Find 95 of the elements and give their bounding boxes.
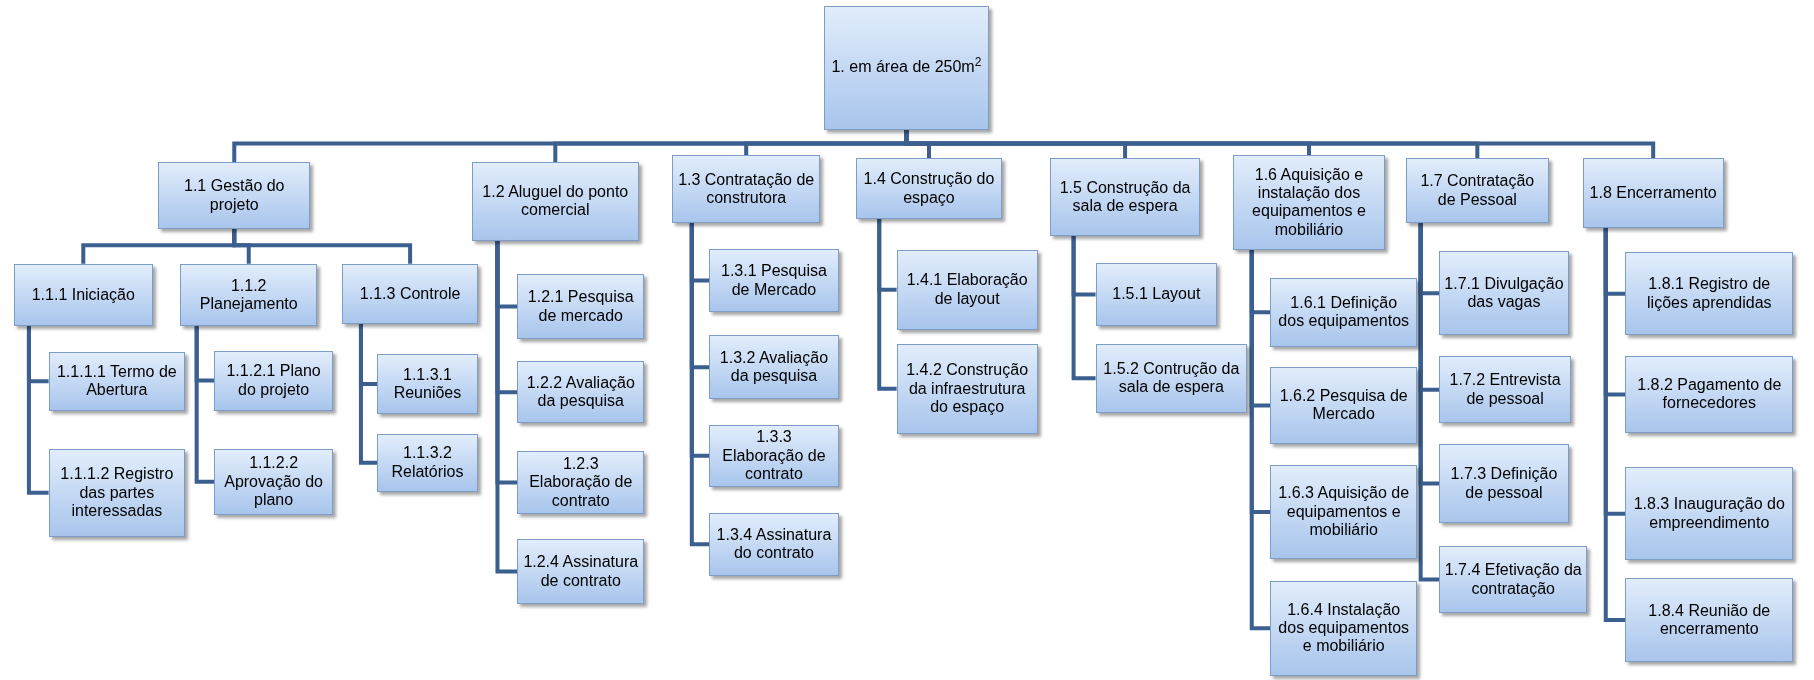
box-label: 1. em área de 250m$^{2}$ xyxy=(831,58,982,77)
box-label: 1.2.2 Avaliação da pesquisa xyxy=(525,373,636,411)
box-label: 1.2.4 Assinatura de contrato xyxy=(522,553,640,590)
box-label: 1.7.2 Entrevista de pessoal xyxy=(1448,371,1562,409)
box-label: 1.6 Aquisição e instalação dos equipamentos e mobiliário xyxy=(1251,165,1367,240)
wbs-box xyxy=(1270,465,1418,559)
connector-line xyxy=(877,218,897,391)
box-label: 1.8 Encerramento xyxy=(1589,184,1717,203)
wbs-box xyxy=(158,161,311,230)
connector-line xyxy=(1249,249,1271,631)
wbs-box xyxy=(1625,356,1794,433)
box-label: 1.1.1 Iniciação xyxy=(31,285,135,305)
wbs-box xyxy=(672,155,821,224)
box-label: 1.3.3 Elaboração de contrato xyxy=(721,428,827,484)
wbs-box xyxy=(1439,444,1569,523)
connector-line xyxy=(1418,223,1440,582)
box-label: 1.6.3 Aquisição de equipamentos e mobiliário xyxy=(1277,484,1411,540)
connector-line xyxy=(495,240,518,574)
connector-line xyxy=(194,326,214,484)
box-label: 1.4.1 Elaboração de layout xyxy=(905,271,1029,309)
box-label: 1.1.2 Planejamento xyxy=(198,276,299,314)
wbs-box xyxy=(214,448,334,515)
wbs-box xyxy=(214,350,334,411)
box-label: 1.2.3 Elaboração de contrato xyxy=(528,454,634,510)
wbs-box xyxy=(1625,578,1794,662)
connector-line xyxy=(26,326,49,495)
wbs-box xyxy=(1439,356,1572,424)
wbs-box xyxy=(1095,262,1218,327)
box-label: 1.1.2.1 Plano do projeto xyxy=(225,362,322,399)
box-label: 1.3.1 Pesquisa de Mercado xyxy=(720,262,828,299)
box-label: 1.3 Contratação de construtora xyxy=(677,170,816,208)
box-label: 1.1.2.2 Aprovação do plano xyxy=(223,454,324,510)
box-label: 1.5.2 Contrução da sala de espera xyxy=(1102,359,1241,397)
wbs-box xyxy=(709,424,839,488)
wbs-box xyxy=(1095,343,1248,413)
box-label: 1.8.1 Registro de lições aprendidas xyxy=(1646,275,1773,313)
wbs-box xyxy=(1233,155,1385,250)
box-label: 1.5 Construção da sala de espera xyxy=(1058,178,1192,216)
box-label: 1.6.4 Instalação dos equipamentos e mobiliário xyxy=(1277,600,1411,656)
box-label: 1.6.2 Pesquisa de Mercado xyxy=(1278,387,1409,424)
wbs-box xyxy=(823,5,990,130)
wbs-box xyxy=(1270,580,1418,676)
wbs-box xyxy=(709,335,839,400)
box-label: 1.4 Construção do espaço xyxy=(862,170,996,207)
box-label: 1.1.3.2 Relatórios xyxy=(390,444,465,482)
wbs-box xyxy=(856,158,1002,219)
connector-line xyxy=(358,323,378,465)
wbs-box xyxy=(517,451,645,514)
box-label: 1.7.3 Definição de pessoal xyxy=(1449,465,1559,502)
wbs-box xyxy=(709,248,839,313)
box-label: 1.4.2 Construção da infraestrutura do espaço xyxy=(905,361,1030,417)
wbs-box xyxy=(1625,252,1794,336)
wbs-box xyxy=(517,539,645,604)
box-label: 1.3.4 Assinatura do contrato xyxy=(715,525,833,563)
wbs-box xyxy=(1270,277,1418,348)
wbs-box xyxy=(1439,251,1569,336)
box-label: 1.7.1 Divulgação das vagas xyxy=(1444,274,1564,312)
connector-line xyxy=(232,229,413,264)
box-label: 1.1 Gestão do projeto xyxy=(183,177,286,214)
wbs-box xyxy=(517,274,645,339)
wbs-box xyxy=(472,161,639,241)
wbs-box xyxy=(1582,158,1724,228)
wbs-box xyxy=(342,263,478,324)
wbs-box xyxy=(180,263,317,327)
wbs-box xyxy=(896,343,1038,434)
box-label: 1.8.2 Pagamento de fornecedores xyxy=(1636,376,1783,413)
box-label: 1.1.1.2 Registro das partes interessadas xyxy=(59,465,175,521)
box-label: 1.1.1.1 Termo de Abertura xyxy=(55,362,178,400)
wbs-box xyxy=(48,351,186,411)
wbs-box xyxy=(1270,366,1418,445)
wbs-box xyxy=(48,448,186,537)
wbs-box xyxy=(709,512,839,577)
box-label: 1.8.3 Inauguração do empreendimento xyxy=(1632,495,1786,533)
box-label: 1.8.4 Reunião de encerramento xyxy=(1647,601,1772,639)
wbs-box xyxy=(1405,158,1550,224)
box-label: 1.1.3 Controle xyxy=(359,284,461,304)
wbs-box xyxy=(377,433,478,492)
box-label: 1.5.1 Layout xyxy=(1112,285,1201,304)
wbs-box xyxy=(896,249,1038,330)
box-label: 1.7.4 Efetivação da contratação xyxy=(1444,561,1583,598)
wbs-box xyxy=(1050,158,1200,236)
wbs-box xyxy=(377,354,478,415)
connector-line xyxy=(1603,227,1626,623)
box-label: 1.1.3.1 Reuniões xyxy=(392,365,463,403)
wbs-box xyxy=(13,263,153,327)
wbs-box xyxy=(1625,467,1794,560)
box-label: 1.2.1 Pesquisa de mercado xyxy=(526,288,635,325)
box-label: 1.6.1 Definição dos equipamentos xyxy=(1277,293,1411,331)
box-label: 1.7 Contratação de Pessoal xyxy=(1419,172,1536,210)
box-label: 1.3.2 Avaliação da pesquisa xyxy=(718,348,830,386)
connector-line xyxy=(689,223,710,547)
box-label: 1.2 Aluguel do ponto comercial xyxy=(481,182,630,220)
wbs-box xyxy=(517,360,645,424)
wbs-box xyxy=(1439,546,1588,614)
connector-line xyxy=(1071,236,1096,381)
